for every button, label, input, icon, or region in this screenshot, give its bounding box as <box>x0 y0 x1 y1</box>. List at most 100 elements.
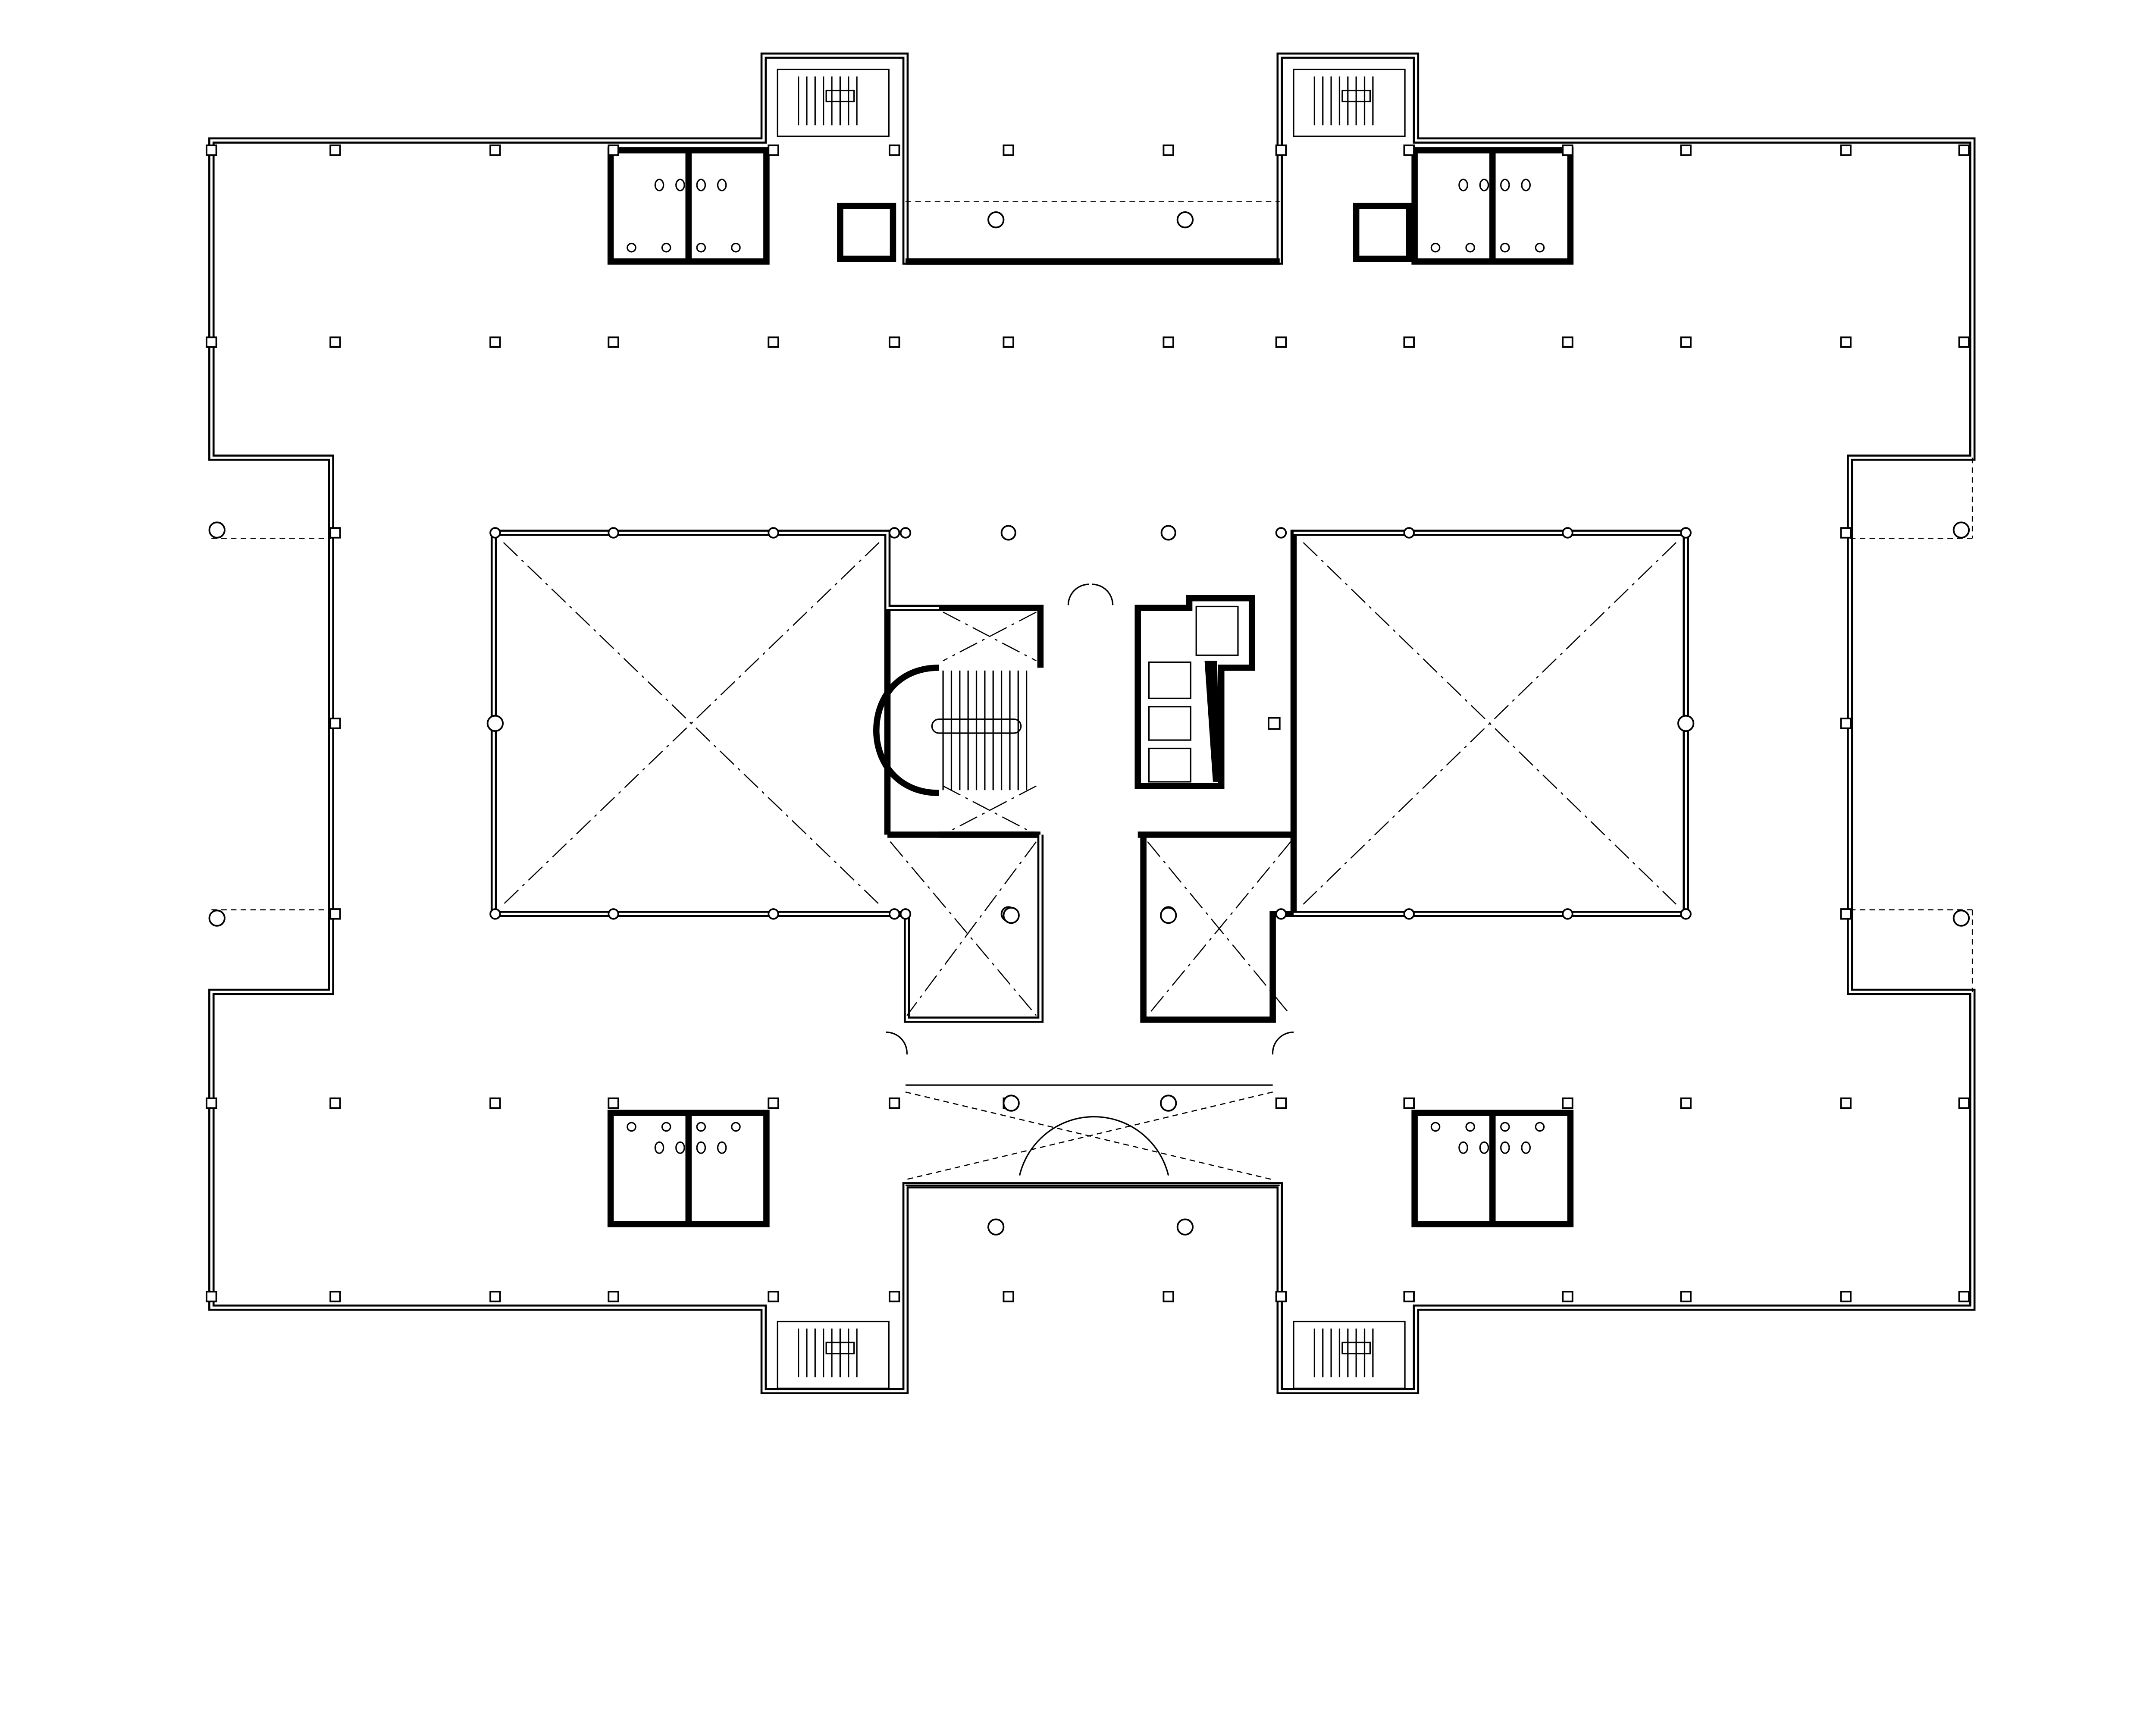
sink <box>1500 1122 1510 1132</box>
column <box>1275 1097 1287 1109</box>
round-column <box>1160 525 1176 541</box>
round-column <box>1275 527 1287 539</box>
service-cores <box>607 69 1574 1389</box>
round-column <box>1003 1095 1020 1112</box>
column <box>1840 1291 1852 1302</box>
sink <box>696 1122 706 1132</box>
column <box>1958 336 1970 348</box>
round-column <box>899 908 912 920</box>
round-column <box>1680 527 1692 539</box>
round-column <box>888 908 900 920</box>
toilet <box>1458 1141 1468 1154</box>
elevator-core-wall <box>1134 595 1255 789</box>
stair-tower <box>1293 69 1406 137</box>
column <box>1840 718 1852 729</box>
structural-columns <box>206 144 1970 1302</box>
column <box>1003 144 1014 156</box>
left-atrium-wall-inner <box>492 531 1042 1021</box>
column <box>329 1097 341 1109</box>
round-column <box>1159 1095 1177 1112</box>
column <box>768 1097 779 1109</box>
building-outline <box>208 52 1976 1395</box>
round-column <box>1952 521 1970 539</box>
toilet <box>654 1141 664 1154</box>
service-core <box>1293 69 1574 265</box>
corridors <box>211 201 1973 1186</box>
stair-tower <box>1293 1320 1406 1389</box>
sink <box>627 242 636 253</box>
service-core <box>1293 1110 1574 1389</box>
exterior-walls <box>208 52 1976 1395</box>
lobby-void-cross <box>905 1091 1273 1180</box>
door-swing <box>886 1031 1294 1055</box>
column <box>206 336 217 348</box>
column <box>1958 1097 1970 1109</box>
column <box>1403 1097 1415 1109</box>
round-column <box>1952 910 1970 927</box>
sink <box>1500 242 1510 253</box>
toilet <box>1479 179 1489 191</box>
column <box>1003 1291 1014 1302</box>
column <box>329 144 341 156</box>
column <box>489 1291 501 1302</box>
column <box>888 1097 900 1109</box>
column <box>1840 336 1852 348</box>
elevator-core <box>1134 595 1281 789</box>
stair-tower <box>777 69 890 137</box>
central-stair <box>873 665 1037 838</box>
round-column <box>208 910 226 927</box>
left-atrium <box>490 530 1044 1023</box>
column <box>329 908 341 920</box>
service-core <box>607 1110 890 1389</box>
round-column <box>888 527 900 539</box>
round-column <box>768 527 779 539</box>
column <box>489 144 501 156</box>
sink <box>1535 1122 1545 1132</box>
column <box>329 336 341 348</box>
sink <box>731 242 741 253</box>
round-column <box>486 715 504 732</box>
column <box>1403 144 1415 156</box>
column <box>489 336 501 348</box>
landing <box>1341 90 1371 103</box>
sink <box>696 242 706 253</box>
toilet <box>696 179 706 191</box>
round-column <box>1176 1218 1194 1236</box>
column <box>329 718 341 729</box>
column <box>1267 717 1281 730</box>
round-column <box>489 908 501 920</box>
toilet <box>717 179 727 191</box>
column <box>1958 144 1970 156</box>
building-outline-inner <box>210 54 1974 1393</box>
elevator-car <box>1148 661 1191 699</box>
column <box>888 336 900 348</box>
column <box>206 144 217 156</box>
left-atrium-wall <box>490 530 1044 1023</box>
floor-plan <box>206 52 1976 1395</box>
column <box>206 1097 217 1109</box>
round-column <box>987 211 1005 229</box>
column <box>1562 1291 1573 1302</box>
column <box>768 144 779 156</box>
column <box>1840 144 1852 156</box>
column <box>329 527 341 539</box>
toilet <box>1458 179 1468 191</box>
round-column <box>208 521 226 539</box>
column <box>1163 144 1174 156</box>
round-column <box>608 908 619 920</box>
sink <box>1430 1122 1441 1132</box>
column <box>1562 1097 1573 1109</box>
column <box>1680 144 1692 156</box>
column <box>1403 1291 1415 1302</box>
column <box>768 336 779 348</box>
round-column <box>768 908 779 920</box>
column <box>1403 336 1415 348</box>
round-column <box>987 1218 1005 1236</box>
column <box>608 1291 619 1302</box>
curved-stair-wall <box>873 665 939 796</box>
column <box>1163 1291 1174 1302</box>
round-column <box>1403 908 1415 920</box>
round-column <box>1003 906 1020 924</box>
landing <box>825 1342 855 1355</box>
round-column <box>608 527 619 539</box>
